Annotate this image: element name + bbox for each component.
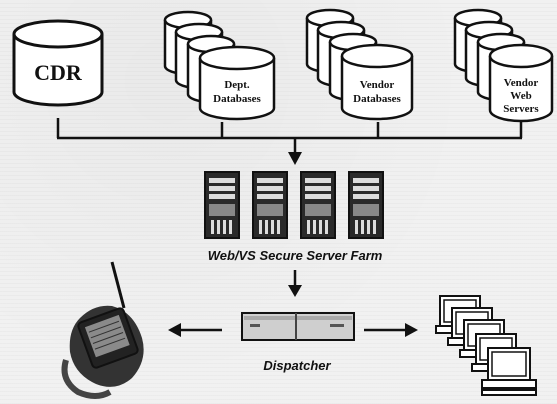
workstations-icon <box>435 295 537 396</box>
down-arrow-icon <box>288 285 302 297</box>
vendor-databases-icon <box>305 8 414 121</box>
vendor-db-label-line2: Databases <box>353 93 401 105</box>
down-arrow-icon <box>288 152 302 165</box>
vendor-db-label-line1: Vendor <box>360 79 395 91</box>
dept-label-line1: Dept. <box>224 79 250 91</box>
cdr-database-icon <box>12 19 104 107</box>
vendor-web-label-line1: Vendor <box>504 77 539 89</box>
dept-databases-icon <box>163 10 276 121</box>
left-arrow-icon <box>168 323 222 337</box>
dispatcher-icon <box>241 312 355 341</box>
dept-label-line2: Databases <box>213 93 261 105</box>
server-farm-label: Web/VS Secure Server Farm <box>208 248 383 263</box>
handheld-device-icon <box>61 261 144 399</box>
cdr-label: CDR <box>34 60 83 85</box>
collector-connector <box>56 118 523 154</box>
vendor-web-label-line3: Servers <box>503 103 539 115</box>
server-farm-icon <box>204 171 384 239</box>
vendor-web-servers-icon <box>453 8 554 123</box>
vendor-web-label-line2: Web <box>510 90 531 102</box>
dispatcher-label: Dispatcher <box>263 358 331 373</box>
right-arrow-icon <box>364 323 418 337</box>
